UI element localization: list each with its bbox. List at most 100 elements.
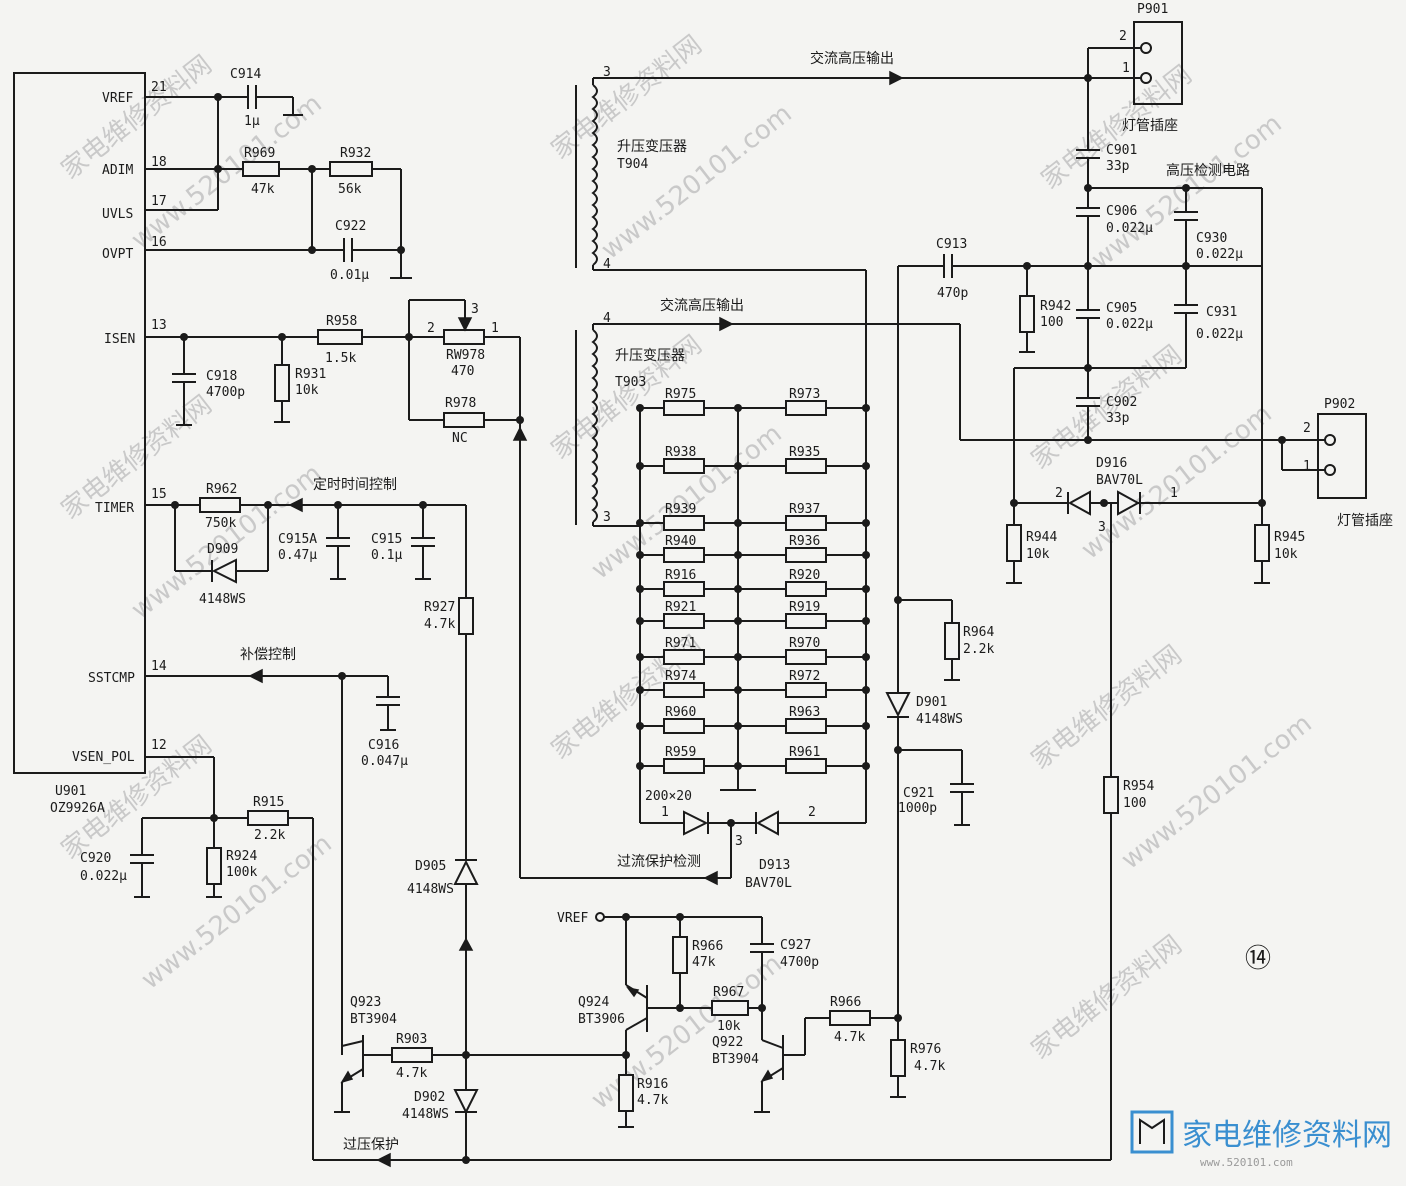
section-isen: C918 4700p R931 10k R958 1.5k 3 2 1 RW97…	[145, 299, 717, 879]
d913-pin3: 3	[735, 834, 743, 849]
array-left-ref: R959	[665, 745, 696, 760]
pin-name: SSTCMP	[88, 671, 135, 686]
pin-name: ISEN	[104, 332, 135, 347]
c927-ref: C927	[780, 938, 811, 953]
p902-ref: P902	[1324, 397, 1355, 412]
ic-part: OZ9926A	[50, 801, 105, 816]
q923-value: BT3904	[350, 1012, 397, 1027]
r915-ref: R915	[253, 795, 284, 810]
array-left-ref: R921	[665, 600, 696, 615]
array-left-ref: R960	[665, 705, 696, 720]
array-left-ref: R940	[665, 534, 696, 549]
c914-ref: C914	[230, 67, 261, 82]
array-junction	[734, 519, 742, 527]
pin-number: 15	[151, 487, 167, 502]
watermark-name: 家电维修资料网	[56, 50, 218, 186]
pin-name: OVPT	[102, 247, 133, 262]
array-left-ref: R974	[665, 669, 696, 684]
array-junction	[636, 653, 644, 661]
c918-value: 4700p	[206, 385, 245, 400]
array-right-ref: R936	[789, 534, 820, 549]
section-cap-divider: C901 33p 高压检测电路 C906 0.022μ C930 0.022μ …	[959, 47, 1330, 503]
ic-ref: U901	[55, 784, 86, 799]
d902-ref: D902	[414, 1090, 445, 1105]
r942-ref: R942	[1040, 299, 1071, 314]
array-junction	[734, 653, 742, 661]
array-right-ref: R973	[789, 387, 820, 402]
array-junction	[734, 762, 742, 770]
d913-ref: D913	[759, 858, 790, 873]
c914-value: 1μ	[244, 114, 260, 129]
array-junction	[862, 617, 870, 625]
r969-ref: R969	[244, 146, 275, 161]
section-ov-transistors: D905 4148WS D902 4148WS Q923 BT3904 R903…	[334, 859, 945, 1160]
c915a-ref: C915A	[278, 532, 317, 547]
r915-value: 2.2k	[254, 828, 285, 843]
array-resistor-right	[785, 613, 827, 629]
r903-ref: R903	[396, 1032, 427, 1047]
t903-name: 升压变压器	[615, 348, 685, 364]
array-right-ref: R935	[789, 445, 820, 460]
d901-ref: D901	[916, 695, 947, 710]
r966b-value: 4.7k	[834, 1030, 865, 1045]
section-timer: R962 750k 定时时间控制 D909 4148WS C915A 0.47μ…	[145, 477, 474, 860]
d909-ref: D909	[207, 542, 238, 557]
r966b-ref: R966	[830, 995, 861, 1010]
r978-ref: R978	[445, 396, 476, 411]
r924-value: 100k	[226, 865, 257, 880]
ac-out-label-top: 交流高压输出	[810, 50, 894, 67]
array-junction	[636, 462, 644, 470]
array-left-ref: R916	[665, 568, 696, 583]
pin-name: UVLS	[102, 207, 133, 222]
c902-ref: C902	[1106, 395, 1137, 410]
r931-value: 10k	[295, 383, 319, 398]
pin-number: 13	[151, 318, 167, 333]
rw978-pin-left: 2	[427, 321, 435, 336]
d905-value: 4148WS	[407, 882, 454, 897]
c918-ref: C918	[206, 369, 237, 384]
c915-ref: C915	[371, 532, 402, 547]
pin-number: 21	[151, 80, 167, 95]
array-junction	[862, 686, 870, 694]
p901-ref: P901	[1137, 2, 1168, 17]
c921-ref: C921	[903, 786, 934, 801]
r962-value: 750k	[205, 516, 236, 531]
r927-ref: R927	[424, 600, 455, 615]
c920-value: 0.022μ	[80, 869, 127, 884]
r916-value: 4.7k	[637, 1093, 668, 1108]
r932-ref: R932	[340, 146, 371, 161]
p901-pin1: 1	[1122, 61, 1130, 76]
watermark-name: 家电维修资料网	[1026, 930, 1188, 1066]
array-left-ref: R975	[665, 387, 696, 402]
r954-value: 100	[1123, 796, 1146, 811]
r954-ref: R954	[1123, 779, 1154, 794]
r967-value: 10k	[717, 1019, 741, 1034]
t904-ref: T904	[617, 157, 648, 172]
pin-name: TIMER	[95, 501, 134, 516]
pin-number: 16	[151, 235, 167, 250]
r931-ref: R931	[295, 367, 326, 382]
q924-value: BT3906	[578, 1012, 625, 1027]
array-resistor-left	[663, 581, 705, 597]
array-junction	[862, 722, 870, 730]
c905-value: 0.022μ	[1106, 317, 1153, 332]
watermark-name: 家电维修资料网	[1026, 640, 1188, 776]
hv-detect-label: 高压检测电路	[1166, 162, 1250, 179]
r967-ref: R967	[713, 985, 744, 1000]
array-resistor-left	[663, 758, 705, 774]
d913-pin1: 1	[661, 805, 669, 820]
array-junction	[862, 762, 870, 770]
c915-value: 0.1μ	[371, 548, 402, 563]
r944-value: 10k	[1026, 547, 1050, 562]
array-right-ref: R937	[789, 502, 820, 517]
logo-url: www.520101.com	[1200, 1156, 1293, 1169]
rw978-pin-right: 1	[491, 321, 499, 336]
ac-out-label-mid: 交流高压输出	[660, 297, 744, 314]
array-right-ref: R963	[789, 705, 820, 720]
r976-ref: R976	[910, 1042, 941, 1057]
pin-name: VSEN_POL	[72, 750, 135, 765]
array-junction	[862, 404, 870, 412]
array-resistor-left	[663, 649, 705, 665]
site-logo: 家电维修资料网 www.520101.com	[1130, 1110, 1392, 1169]
